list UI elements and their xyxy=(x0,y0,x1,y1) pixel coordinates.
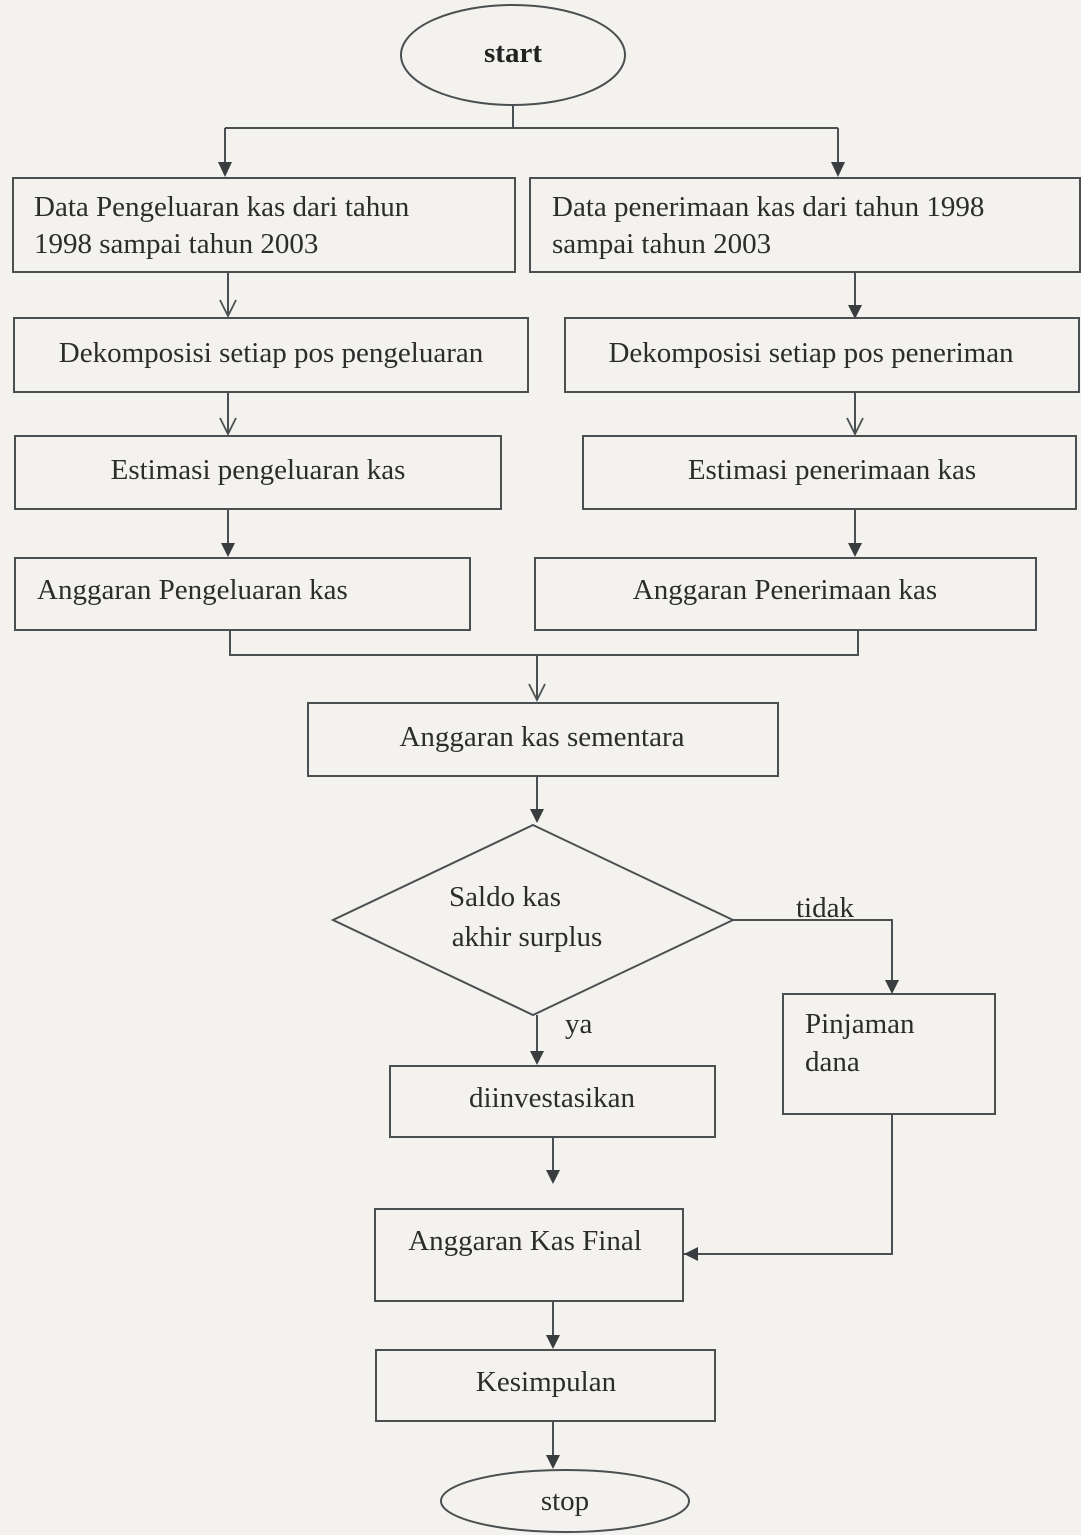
pinjaman-dana-line1: Pinjaman xyxy=(805,1008,915,1040)
arrow-to-anggaran-penerimaan xyxy=(848,543,862,557)
arrow-to-diinvestasikan xyxy=(530,1051,544,1065)
pinjaman-dana-box xyxy=(782,993,996,1115)
anggaran-final-label: Anggaran Kas Final xyxy=(408,1225,642,1257)
no-branch-label: tidak xyxy=(796,892,854,924)
arrow-to-kesimpulan xyxy=(546,1335,560,1349)
merge-connector xyxy=(229,630,859,700)
start-label: start xyxy=(484,37,542,69)
anggaran-penerimaan-box xyxy=(534,557,1037,631)
anggaran-pengeluaran-label: Anggaran Pengeluaran kas xyxy=(37,574,348,606)
data-pengeluaran-box xyxy=(12,177,516,273)
arrow-to-decision xyxy=(530,809,544,823)
yes-branch-label: ya xyxy=(565,1008,593,1040)
start-split-connector xyxy=(224,105,839,168)
kesimpulan-box xyxy=(375,1349,716,1422)
anggaran-sementara-box xyxy=(307,702,779,777)
arrow-to-anggaran-sementara xyxy=(528,683,546,703)
pinjaman-to-final-connector xyxy=(684,1114,893,1255)
arrow-to-data-pengeluaran xyxy=(218,162,232,177)
diinvestasikan-label: diinvestasikan xyxy=(469,1082,635,1114)
anggaran-pengeluaran-box xyxy=(14,557,471,631)
stop-terminal xyxy=(440,1469,690,1533)
dekomposisi-pengeluaran-box xyxy=(13,317,529,393)
arrow-to-pinjaman xyxy=(885,980,899,994)
arrow-to-estimasi-penerimaan xyxy=(846,417,864,437)
anggaran-sementara-label: Anggaran kas sementara xyxy=(399,721,684,753)
arrow-to-stop xyxy=(546,1455,560,1469)
dekomposisi-penerimaan-label: Dekomposisi setiap pos peneriman xyxy=(608,337,1014,369)
data-penerimaan-line1: Data penerimaan kas dari tahun 1998 xyxy=(552,191,984,223)
stop-label: stop xyxy=(541,1485,589,1517)
decision-diamond xyxy=(330,823,736,1017)
data-pengeluaran-line1: Data Pengeluaran kas dari tahun xyxy=(34,191,410,223)
anggaran-final-box xyxy=(374,1208,684,1302)
estimasi-pengeluaran-label: Estimasi pengeluaran kas xyxy=(111,454,406,486)
anggaran-penerimaan-label: Anggaran Penerimaan kas xyxy=(633,574,937,606)
dekomposisi-penerimaan-box xyxy=(564,317,1080,393)
pinjaman-dana-line2: dana xyxy=(805,1046,860,1078)
data-penerimaan-line2: sampai tahun 2003 xyxy=(552,228,771,260)
arrow-from-diinvestasikan xyxy=(546,1170,560,1184)
decision-line1: Saldo kas xyxy=(449,881,561,913)
dekomposisi-pengeluaran-label: Dekomposisi setiap pos pengeluaran xyxy=(59,337,484,369)
data-pengeluaran-line2: 1998 sampai tahun 2003 xyxy=(34,228,318,260)
data-penerimaan-box xyxy=(529,177,1081,273)
arrow-to-dekomposisi-penerimaan xyxy=(848,305,862,319)
arrow-to-estimasi-pengeluaran xyxy=(219,417,237,437)
arrow-to-anggaran-pengeluaran xyxy=(221,543,235,557)
kesimpulan-label: Kesimpulan xyxy=(476,1366,617,1398)
arrow-to-dekomposisi-pengeluaran xyxy=(219,299,237,319)
arrow-from-pinjaman xyxy=(684,1247,698,1261)
estimasi-pengeluaran-box xyxy=(14,435,502,510)
estimasi-penerimaan-label: Estimasi penerimaan kas xyxy=(688,454,976,486)
decision-line2: akhir surplus xyxy=(452,921,603,953)
no-branch-connector xyxy=(733,919,893,990)
estimasi-penerimaan-box xyxy=(582,435,1077,510)
arrow-to-data-penerimaan xyxy=(831,162,845,177)
